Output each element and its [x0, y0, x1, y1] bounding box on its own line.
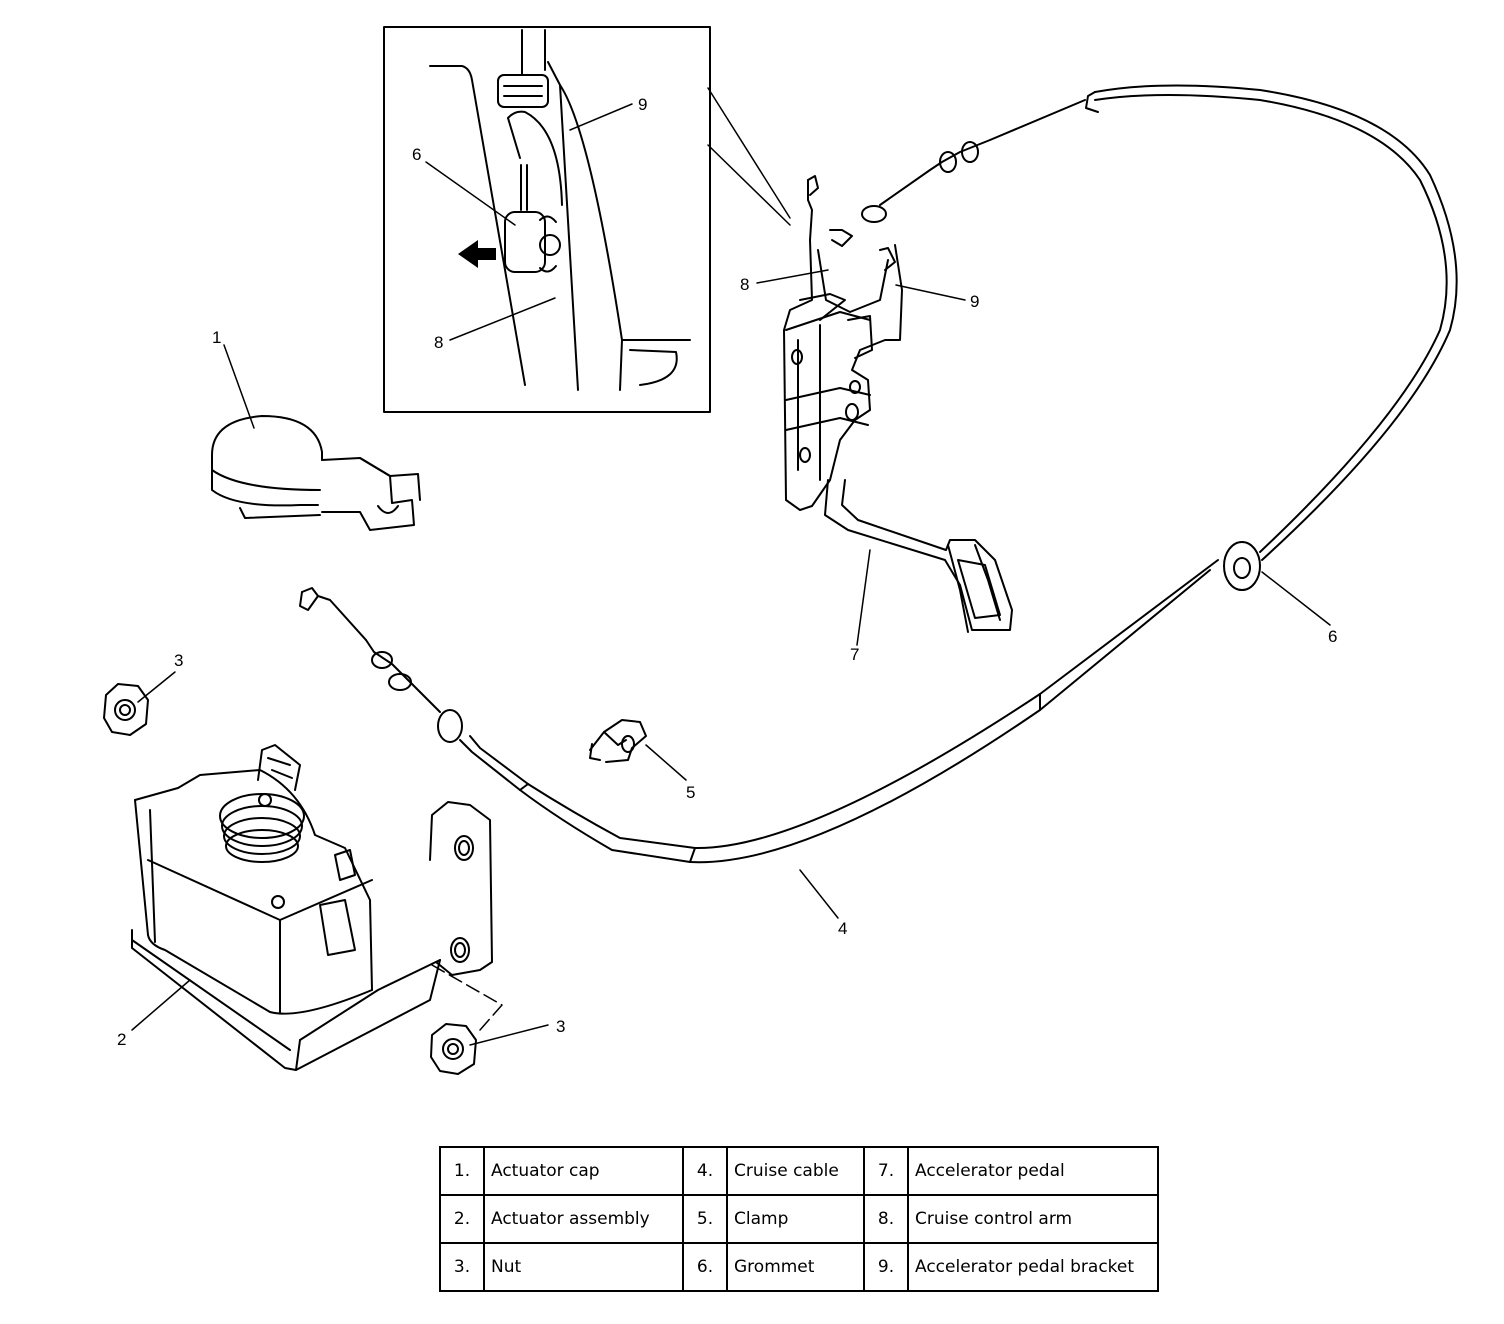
legend-number: 1.: [439, 1146, 485, 1196]
legend-part-name: Actuator assembly: [483, 1194, 684, 1244]
direction-arrow-icon: [458, 240, 496, 268]
actuator-assembly: [131, 744, 493, 1071]
legend-row: 2. Actuator assembly 5. Clamp 8. Cruise …: [439, 1194, 1159, 1244]
legend-part-name: Cruise cable: [726, 1146, 865, 1196]
detail-inset: [383, 26, 711, 413]
inset-callout-8: 8: [434, 333, 443, 352]
legend-number: 4.: [682, 1146, 728, 1196]
legend-number: 9.: [863, 1242, 909, 1292]
nut-upper: [103, 683, 149, 736]
legend-part-name: Accelerator pedal: [907, 1146, 1159, 1196]
parts-legend-table: 1. Actuator cap 4. Cruise cable 7. Accel…: [439, 1146, 1159, 1292]
callout-5: 5: [686, 783, 695, 802]
accelerator-pedal: [824, 479, 1013, 633]
inset-callout-6: 6: [412, 145, 421, 164]
callout-3-upper: 3: [174, 651, 183, 670]
legend-part-name: Actuator cap: [483, 1146, 684, 1196]
nut-lower: [430, 1023, 477, 1075]
callout-7: 7: [850, 645, 859, 664]
cruise-cable: [299, 84, 1458, 864]
legend-number: 2.: [439, 1194, 485, 1244]
legend-row: 3. Nut 6. Grommet 9. Accelerator pedal b…: [439, 1242, 1159, 1292]
callout-6: 6: [1328, 627, 1337, 646]
clamp: [589, 719, 647, 763]
legend-number: 6.: [682, 1242, 728, 1292]
legend-number: 7.: [863, 1146, 909, 1196]
legend-part-name: Grommet: [726, 1242, 865, 1292]
callout-1: 1: [212, 328, 221, 347]
callout-9: 9: [970, 292, 979, 311]
legend-part-name: Clamp: [726, 1194, 865, 1244]
inset-callout-9: 9: [638, 95, 647, 114]
legend-part-name: Nut: [483, 1242, 684, 1292]
callout-4: 4: [838, 919, 847, 938]
legend-number: 8.: [863, 1194, 909, 1244]
legend-part-name: Cruise control arm: [907, 1194, 1159, 1244]
cruise-control-diagram: 1 3 2 3 4 5 6 7 8 9 6 8 9: [103, 26, 1458, 1075]
legend-number: 3.: [439, 1242, 485, 1292]
actuator-cap: [211, 415, 421, 531]
legend-row: 1. Actuator cap 4. Cruise cable 7. Accel…: [439, 1146, 1159, 1196]
callout-2: 2: [117, 1030, 126, 1049]
callout-3-lower: 3: [556, 1017, 565, 1036]
pedal-bracket: [783, 175, 903, 511]
callout-8: 8: [740, 275, 749, 294]
legend-part-name: Accelerator pedal bracket: [907, 1242, 1159, 1292]
legend-number: 5.: [682, 1194, 728, 1244]
